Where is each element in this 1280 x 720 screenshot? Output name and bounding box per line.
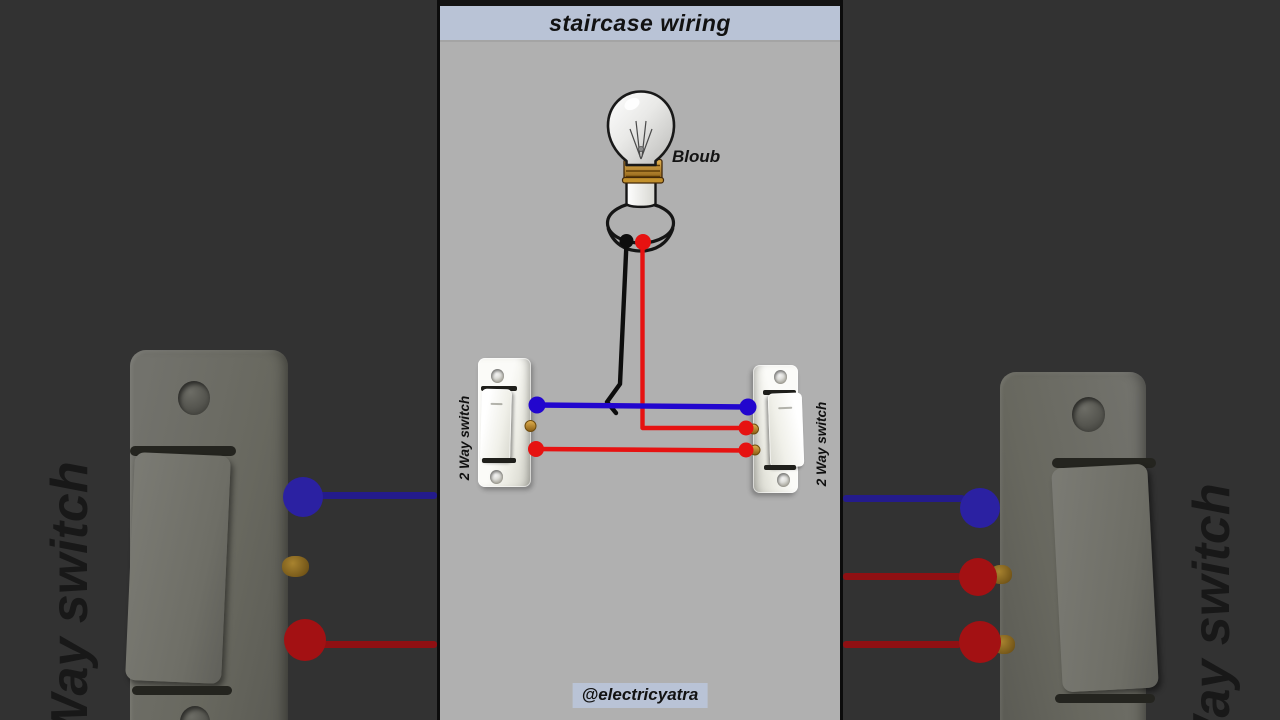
brass-screw-icon [524, 420, 537, 432]
backdrop-right-panel: 2 Way switch [843, 0, 1280, 720]
backdrop-red-terminal [284, 619, 326, 661]
lamp-live-wire-red [640, 242, 749, 431]
backdrop-blue-terminal [960, 488, 1000, 528]
backdrop-blue-terminal [283, 477, 323, 517]
backdrop-blue-wire [300, 492, 437, 499]
screw-hole-icon [180, 706, 210, 720]
bulb-base [625, 177, 657, 209]
backdrop-red-terminal [959, 558, 997, 596]
backdrop-red-wire [303, 641, 437, 648]
left-switch-red-terminal [528, 441, 544, 457]
screw-hole-icon [178, 381, 210, 415]
diagram-panel: staircase wiring [437, 0, 843, 720]
right-switch-label: 2 Way switch [814, 401, 829, 487]
frame-border-left [437, 0, 440, 720]
title-banner: staircase wiring [437, 6, 843, 42]
rocker [125, 452, 231, 684]
neutral-wire-black [604, 240, 629, 416]
bulb-label: Bloub [672, 147, 721, 166]
backdrop-left-switch [125, 350, 288, 720]
screw-hole-icon [774, 370, 787, 384]
filament-mount [637, 145, 644, 152]
screw-hole-icon [491, 369, 504, 383]
bulb-live-terminal [635, 234, 651, 250]
rocker-slot [764, 465, 796, 470]
bulb-neutral-terminal [619, 234, 634, 248]
backdrop-red-wire [843, 573, 961, 580]
traveller-wire-red [533, 446, 749, 453]
frame-border-right [840, 0, 843, 720]
screw-hole-icon [1072, 397, 1105, 432]
bulb-icon [606, 90, 676, 167]
backdrop-left-switch-label: 2 Way switch [41, 461, 99, 720]
page-title: staircase wiring [549, 9, 731, 36]
backdrop-red-terminal [959, 621, 1001, 663]
screw-hole-icon [777, 473, 790, 487]
rocker-slot [1052, 458, 1156, 468]
glass-highlight [624, 97, 640, 111]
traveller-wire-blue [534, 402, 751, 410]
backdrop-right-switch-label: 2 Way switch [1183, 483, 1241, 720]
backdrop-brass-screw-icon [282, 556, 309, 577]
left-switch [478, 358, 531, 487]
rocker [1051, 463, 1159, 693]
right-switch-common-terminal [738, 420, 754, 436]
right-switch-red-terminal [738, 442, 754, 458]
filament [629, 120, 653, 160]
backdrop-right-switch [1000, 372, 1159, 720]
right-switch-blue-terminal [739, 398, 757, 416]
rocker-slot [130, 446, 236, 456]
right-switch [753, 365, 805, 493]
left-switch-label: 2 Way switch [457, 395, 472, 481]
screw-hole-icon [490, 470, 503, 484]
rocker-slot [132, 686, 232, 695]
rocker-slot [482, 458, 516, 463]
backdrop-blue-wire [843, 495, 965, 502]
top-border [437, 0, 843, 6]
backdrop-left-panel: 2 Way switch [0, 0, 437, 720]
watermark-badge: @electricyatra [572, 683, 708, 708]
rocker-slot [1055, 694, 1155, 703]
wiring-diagram [524, 90, 761, 458]
left-switch-blue-terminal [528, 396, 546, 414]
backdrop-red-wire [843, 641, 961, 648]
